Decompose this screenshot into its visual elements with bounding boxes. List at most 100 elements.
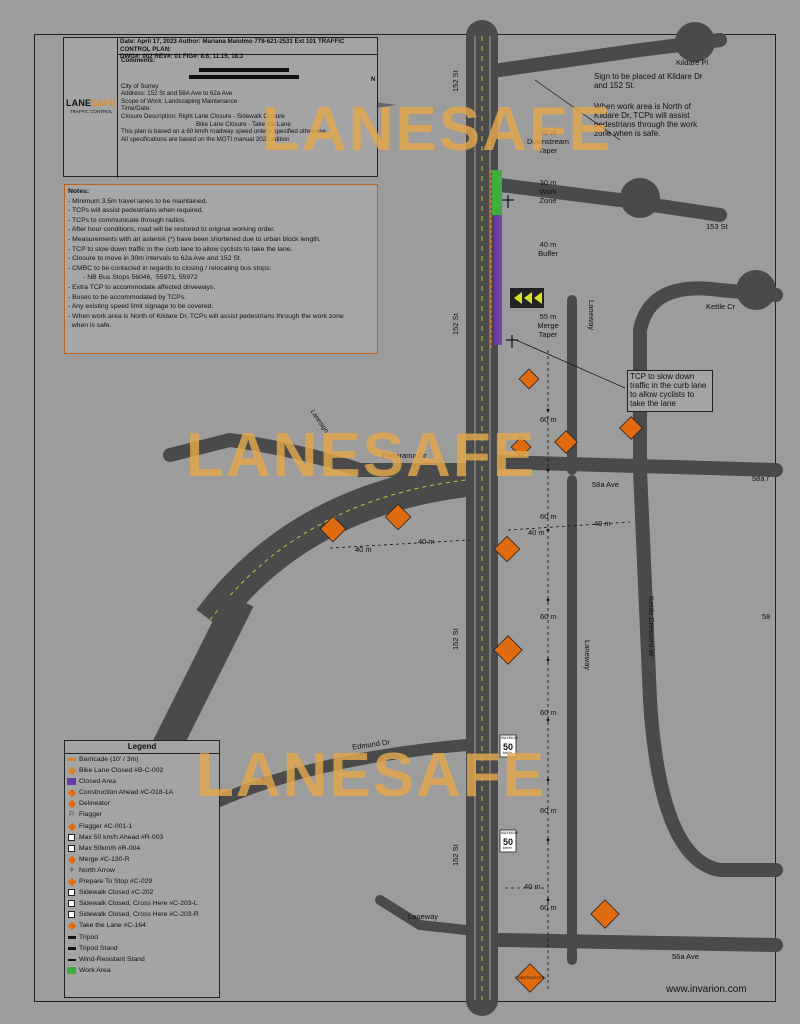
redacted-line (189, 74, 299, 79)
distance-label: 60 m (540, 903, 557, 912)
work-area (492, 170, 502, 215)
zone-downstream-taper: 30 m Downstream Taper (526, 128, 570, 155)
max-sign-label: MAXIMUM (501, 831, 518, 835)
road-kettle-crescent-w (633, 463, 783, 877)
legend-item: Construction Ahead #C-018-1A (65, 787, 219, 798)
callout-tcp-slow: TCP to slow down traffic in the curb lan… (627, 370, 713, 412)
street-label-152-st: 152 St (451, 70, 460, 92)
callout-kildare-sign: Sign to be placed at Kildare Dr and 152 … (594, 72, 703, 90)
street-label-kettle-cr: Kettle Cr (706, 302, 736, 311)
notes-item: - TCPs to communicate through radios. (68, 216, 187, 224)
legend-item-label: Closed Area (79, 778, 117, 786)
work-area-icon (67, 966, 76, 974)
road-kettle-cr (633, 281, 783, 467)
max-speed-signs (499, 734, 517, 853)
legend-item: Merge #C-130-R (65, 854, 219, 865)
legend-item: Sidewalk Closed, Cross Here #C-203-L (65, 898, 219, 909)
road-curved-arterial (196, 463, 469, 631)
distance-label: 60 m (540, 512, 557, 521)
legend-item-label: Merge #C-130-R (79, 855, 130, 863)
distance-label: 60 m (540, 708, 557, 717)
street-label-153-st: 153 St (706, 222, 728, 231)
notes-item: - Minimum 3.5m travel lanes to be mainta… (68, 197, 208, 205)
north-label: N (371, 77, 376, 83)
tripod-icon (67, 934, 76, 941)
merge-icon (67, 855, 76, 865)
distance-label: 60 m (540, 415, 557, 424)
max-speed-sign-value-1: 50 (503, 742, 513, 752)
street-label-58a-ave-right: 58a / (752, 474, 769, 483)
road-edmund-dr (194, 739, 472, 816)
legend-item-label: Max 50km/h #R-004 (79, 844, 141, 852)
street-label-panorama: Panorama Dr (382, 451, 427, 460)
sidewalk-closed-icon (67, 889, 76, 897)
zone-work: 30 m Work Zone (539, 178, 557, 205)
legend-item-label: Barricade (10' / 3m) (79, 756, 139, 763)
street-label-152-st: 152 St (451, 628, 460, 650)
distance-label: 40 m (594, 519, 611, 528)
notes-item: - CMBC to be contacted in regards to clo… (68, 264, 272, 272)
max50-ahead-icon (67, 833, 76, 841)
legend-item-label: Construction Ahead #C-018-1A (79, 789, 174, 797)
notes-item: when is safe. (68, 322, 112, 330)
wind-stand-icon (67, 956, 76, 963)
notes-item: - Extra TCP to accommodate affected driv… (68, 283, 216, 291)
legend-item: Delineator (65, 798, 219, 809)
legend-item: Closed Area (65, 776, 219, 787)
orange-signs (319, 368, 643, 993)
legend-item: Tripod (65, 932, 219, 943)
construction-ahead-icon (67, 789, 76, 798)
legend-item-label: Tripod Stand (79, 944, 118, 952)
road-panorama-dr (163, 432, 475, 477)
legend-item: Tripod Stand (65, 943, 219, 954)
legend-item: ⚐ Flagger (65, 809, 219, 820)
kmh-sign-label: km/h (503, 750, 512, 755)
distance-label: 40 m (528, 528, 545, 537)
street-label-laneway-north: Laneway (587, 300, 596, 331)
watermark: LANESAFE (186, 421, 537, 490)
legend-item: Take the Lane #C-164 (65, 920, 219, 931)
legend-item-label: Bike Lane Closed #B-C-002 (79, 767, 164, 775)
legend-item-label: Delineator (79, 800, 110, 808)
notes-item: - Closure to move in 30m intervals to 62… (68, 255, 242, 263)
title-block-header: Date: April 17, 2023 Author: Mariana Mal… (118, 38, 377, 60)
sidewalk-cross-left-icon (67, 900, 76, 908)
legend-item: Prepare To Stop #C-029 (65, 876, 219, 887)
street-label-laneway: Laneway (408, 912, 439, 921)
legend-item: Flagger #C-001-1 (65, 821, 219, 832)
legend-item: Sidewalk Closed, Cross Here #C-203-R (65, 909, 219, 920)
legend-item: ✧North Arrow (65, 865, 219, 876)
watermark: LANESAFE (196, 741, 547, 810)
road-laneway-south (375, 895, 471, 935)
max-sign-label: MAXIMUM (501, 736, 518, 740)
street-label-laneway-vertical: Laneway (583, 640, 592, 671)
notes-item: - Buses to be accommodated by TCPs. (68, 293, 187, 301)
notes-item: - After hour conditions, road will be re… (68, 226, 276, 234)
street-label-kettle-w: Kettle Crescent W (647, 596, 656, 657)
flagger-icon: ⚐ (68, 811, 75, 819)
max-speed-sign-value-2: 50 (503, 837, 513, 847)
zone-merge-taper: 55 m Merge Taper (537, 312, 559, 339)
max50-icon (67, 844, 76, 852)
legend-item-label: Work Area (79, 966, 111, 974)
legend-item-label: Wind-Resistant Stand (79, 955, 145, 963)
tripod-stand-icon (67, 945, 76, 952)
legend-item-label: Sidewalk Closed #C-202 (79, 889, 154, 897)
callout-north-pedestrians: When work area is North of Kildare Dr, T… (594, 102, 698, 138)
notes-item: - TCPs will assist pedestrians when requ… (68, 207, 204, 215)
road-56a-ave (493, 933, 783, 952)
north-arrow-icon: ✧ (68, 866, 75, 874)
legend-item-label: Flagger (79, 811, 103, 819)
redacted-line (199, 67, 289, 72)
legend-item-label: Flagger #C-001-1 (79, 822, 133, 830)
plan-sheet (34, 34, 776, 1002)
legend-item: Wind-Resistant Stand (65, 954, 219, 965)
street-label-152-st: 152 St (451, 844, 460, 866)
cul-de-sac-153 (620, 178, 660, 218)
legend-item: Bike Lane Closed #B-C-002 (65, 765, 219, 776)
website-label: www.invarion.com (666, 984, 747, 995)
notes-item: - Any existing speed limit signage to be… (68, 303, 214, 311)
legend-item: Work Area (65, 965, 219, 976)
title-block: LANESAFE TRAFFIC CONTROL Date: April 17,… (63, 37, 378, 178)
